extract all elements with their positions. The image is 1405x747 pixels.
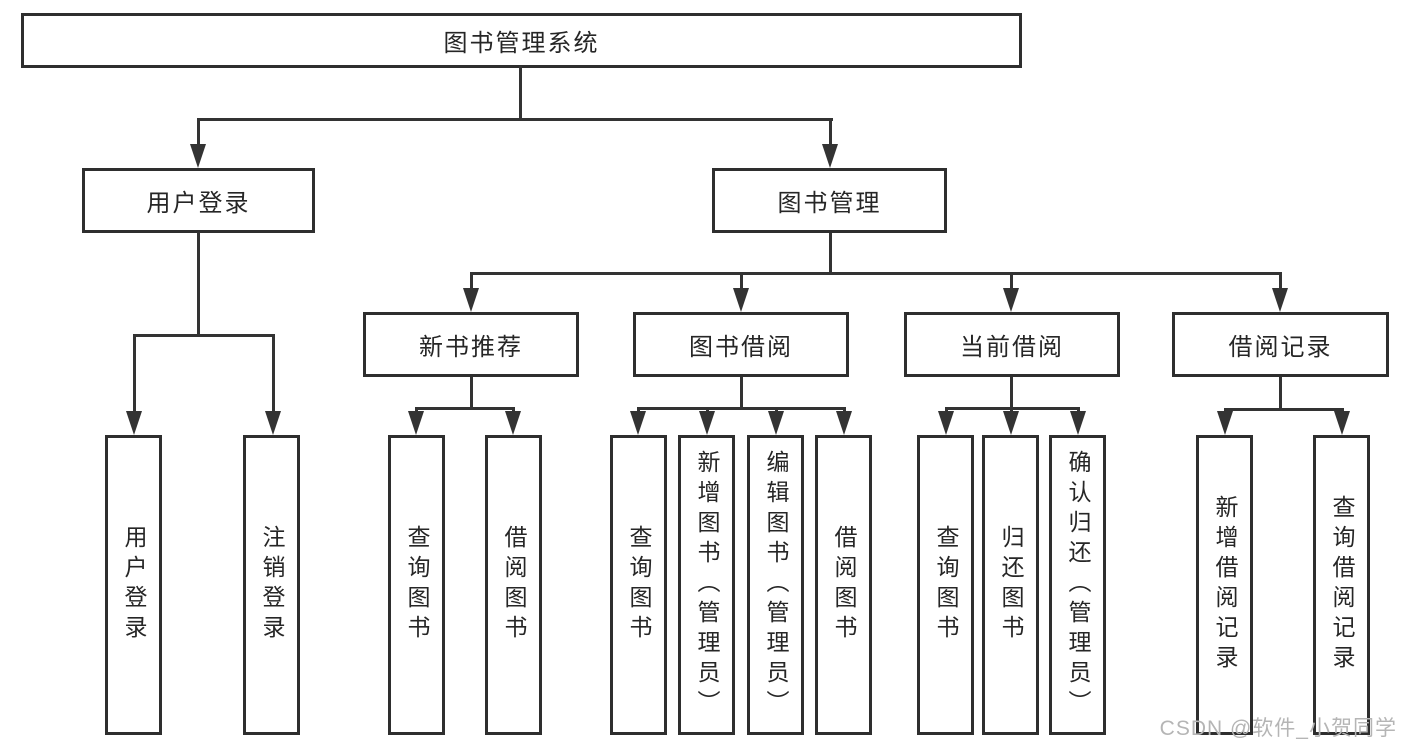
leaf-records-add-record: 新增借阅记录 <box>1196 435 1253 735</box>
node-book-management: 图书管理 <box>712 168 947 233</box>
arrowhead-bb-borrow <box>836 411 852 435</box>
node-root-library-system: 图书管理系统 <box>21 13 1022 68</box>
arrowhead-book-borrow <box>733 288 749 312</box>
arrowhead-leaf-logout <box>265 411 281 435</box>
connector-root-stem <box>519 66 522 120</box>
arrowhead-current-borrow <box>1003 288 1019 312</box>
leaf-records-query-record: 查询借阅记录 <box>1313 435 1370 735</box>
leaf-borrow-query-book: 查询图书 <box>610 435 667 735</box>
arrowhead-br-add <box>1217 411 1233 435</box>
connector-drop-borrow-records <box>1279 272 1282 292</box>
connector-borrow-records-stem <box>1279 377 1282 409</box>
node-borrow-records: 借阅记录 <box>1172 312 1389 377</box>
connector-current-borrow-stem <box>1010 377 1013 409</box>
leaf-current-confirm-return-admin: 确认归还（管理员） <box>1049 435 1106 735</box>
connector-new-book-stem <box>470 377 473 409</box>
connector-book-borrow-bar <box>637 407 846 410</box>
leaf-borrow-add-book-admin: 新增图书（管理员） <box>678 435 735 735</box>
connector-drop-user-login <box>197 118 200 148</box>
connector-new-book-bar <box>415 407 515 410</box>
connector-root-bar <box>197 118 833 121</box>
leaf-recommend-query-book: 查询图书 <box>388 435 445 735</box>
arrowhead-cb-confirm <box>1070 411 1086 435</box>
connector-user-login-stem <box>197 232 200 336</box>
connector-book-mgmt-bar <box>470 272 1282 275</box>
arrowhead-new-book <box>463 288 479 312</box>
leaf-borrow-borrow-book: 借阅图书 <box>815 435 872 735</box>
connector-drop-book-management <box>829 118 832 148</box>
arrowhead-bb-query <box>630 411 646 435</box>
connector-drop-leaf-user-login <box>133 334 136 414</box>
arrowhead-bb-edit <box>768 411 784 435</box>
node-new-book-recommend: 新书推荐 <box>363 312 579 377</box>
arrowhead-cb-return <box>1003 411 1019 435</box>
leaf-user-login: 用户登录 <box>105 435 162 735</box>
arrowhead-leaf-user-login <box>126 411 142 435</box>
csdn-watermark: CSDN @软件_小贺同学 <box>1159 717 1397 740</box>
leaf-logout-login: 注销登录 <box>243 435 300 735</box>
node-user-login: 用户登录 <box>82 168 315 233</box>
leaf-recommend-borrow-book: 借阅图书 <box>485 435 542 735</box>
arrowhead-nb-query <box>408 411 424 435</box>
node-current-borrow: 当前借阅 <box>904 312 1120 377</box>
connector-drop-book-borrow <box>740 272 743 292</box>
connector-drop-current-borrow <box>1010 272 1013 292</box>
node-book-borrow: 图书借阅 <box>633 312 849 377</box>
connector-user-login-bar <box>133 334 275 337</box>
leaf-borrow-edit-book-admin: 编辑图书（管理员） <box>747 435 804 735</box>
connector-book-mgmt-stem <box>829 233 832 274</box>
arrowhead-bb-add <box>699 411 715 435</box>
connector-drop-new-book <box>470 272 473 292</box>
arrowhead-cb-query <box>938 411 954 435</box>
connector-book-borrow-stem <box>740 377 743 409</box>
leaf-current-query-book: 查询图书 <box>917 435 974 735</box>
arrowhead-user-login <box>190 144 206 168</box>
arrowhead-borrow-records <box>1272 288 1288 312</box>
leaf-current-return-book: 归还图书 <box>982 435 1039 735</box>
arrowhead-br-query <box>1334 411 1350 435</box>
connector-drop-leaf-logout <box>272 334 275 414</box>
arrowhead-book-management <box>822 144 838 168</box>
connector-borrow-records-bar <box>1224 408 1344 411</box>
arrowhead-nb-borrow <box>505 411 521 435</box>
